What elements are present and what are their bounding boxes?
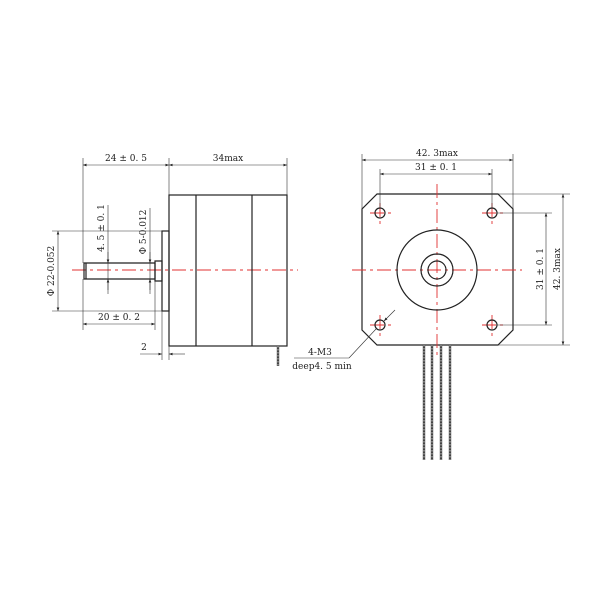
dim-flat-length: 20 ± 0. 2 (98, 313, 140, 323)
dim-boss-diameter: Φ 22-0.052 (47, 246, 57, 297)
shaft (83, 262, 156, 280)
dim-hole-spacing-v: 31 ± 0. 1 (536, 248, 546, 290)
dim-flat-depth: 4. 5 ± 0. 1 (97, 204, 107, 252)
mounting-holes (370, 203, 503, 336)
dim-shaft-length: 24 ± 0. 5 (105, 154, 147, 164)
hole-spec-label: 4-M3 (308, 348, 332, 358)
dim-boss-height: 2 (141, 343, 147, 353)
boss (161, 230, 170, 312)
mounting-hole (374, 319, 386, 331)
shaft-shoulder (154, 260, 163, 282)
front-view: 42. 3max 31 ± 0. 1 31 ± 0. 1 42. 3max 4-… (292, 149, 570, 460)
hole-depth-label: deep4. 5 min (292, 362, 352, 372)
dim-shaft-diameter: Φ 5-0.012 (139, 210, 149, 255)
dim-height: 42. 3max (553, 248, 563, 290)
motor-body (168, 194, 288, 347)
dim-width: 42. 3max (416, 149, 458, 159)
shaft-circle (427, 260, 447, 280)
side-view: 24 ± 0. 5 34max Φ 22-0.052 4. 5 ± 0. 1 Φ… (47, 154, 298, 366)
lead-wires (422, 345, 452, 460)
dim-hole-spacing-h: 31 ± 0. 1 (415, 163, 457, 173)
boss-circle (396, 229, 478, 311)
dim-body-length: 34max (213, 154, 243, 164)
hub-circle (420, 253, 454, 287)
